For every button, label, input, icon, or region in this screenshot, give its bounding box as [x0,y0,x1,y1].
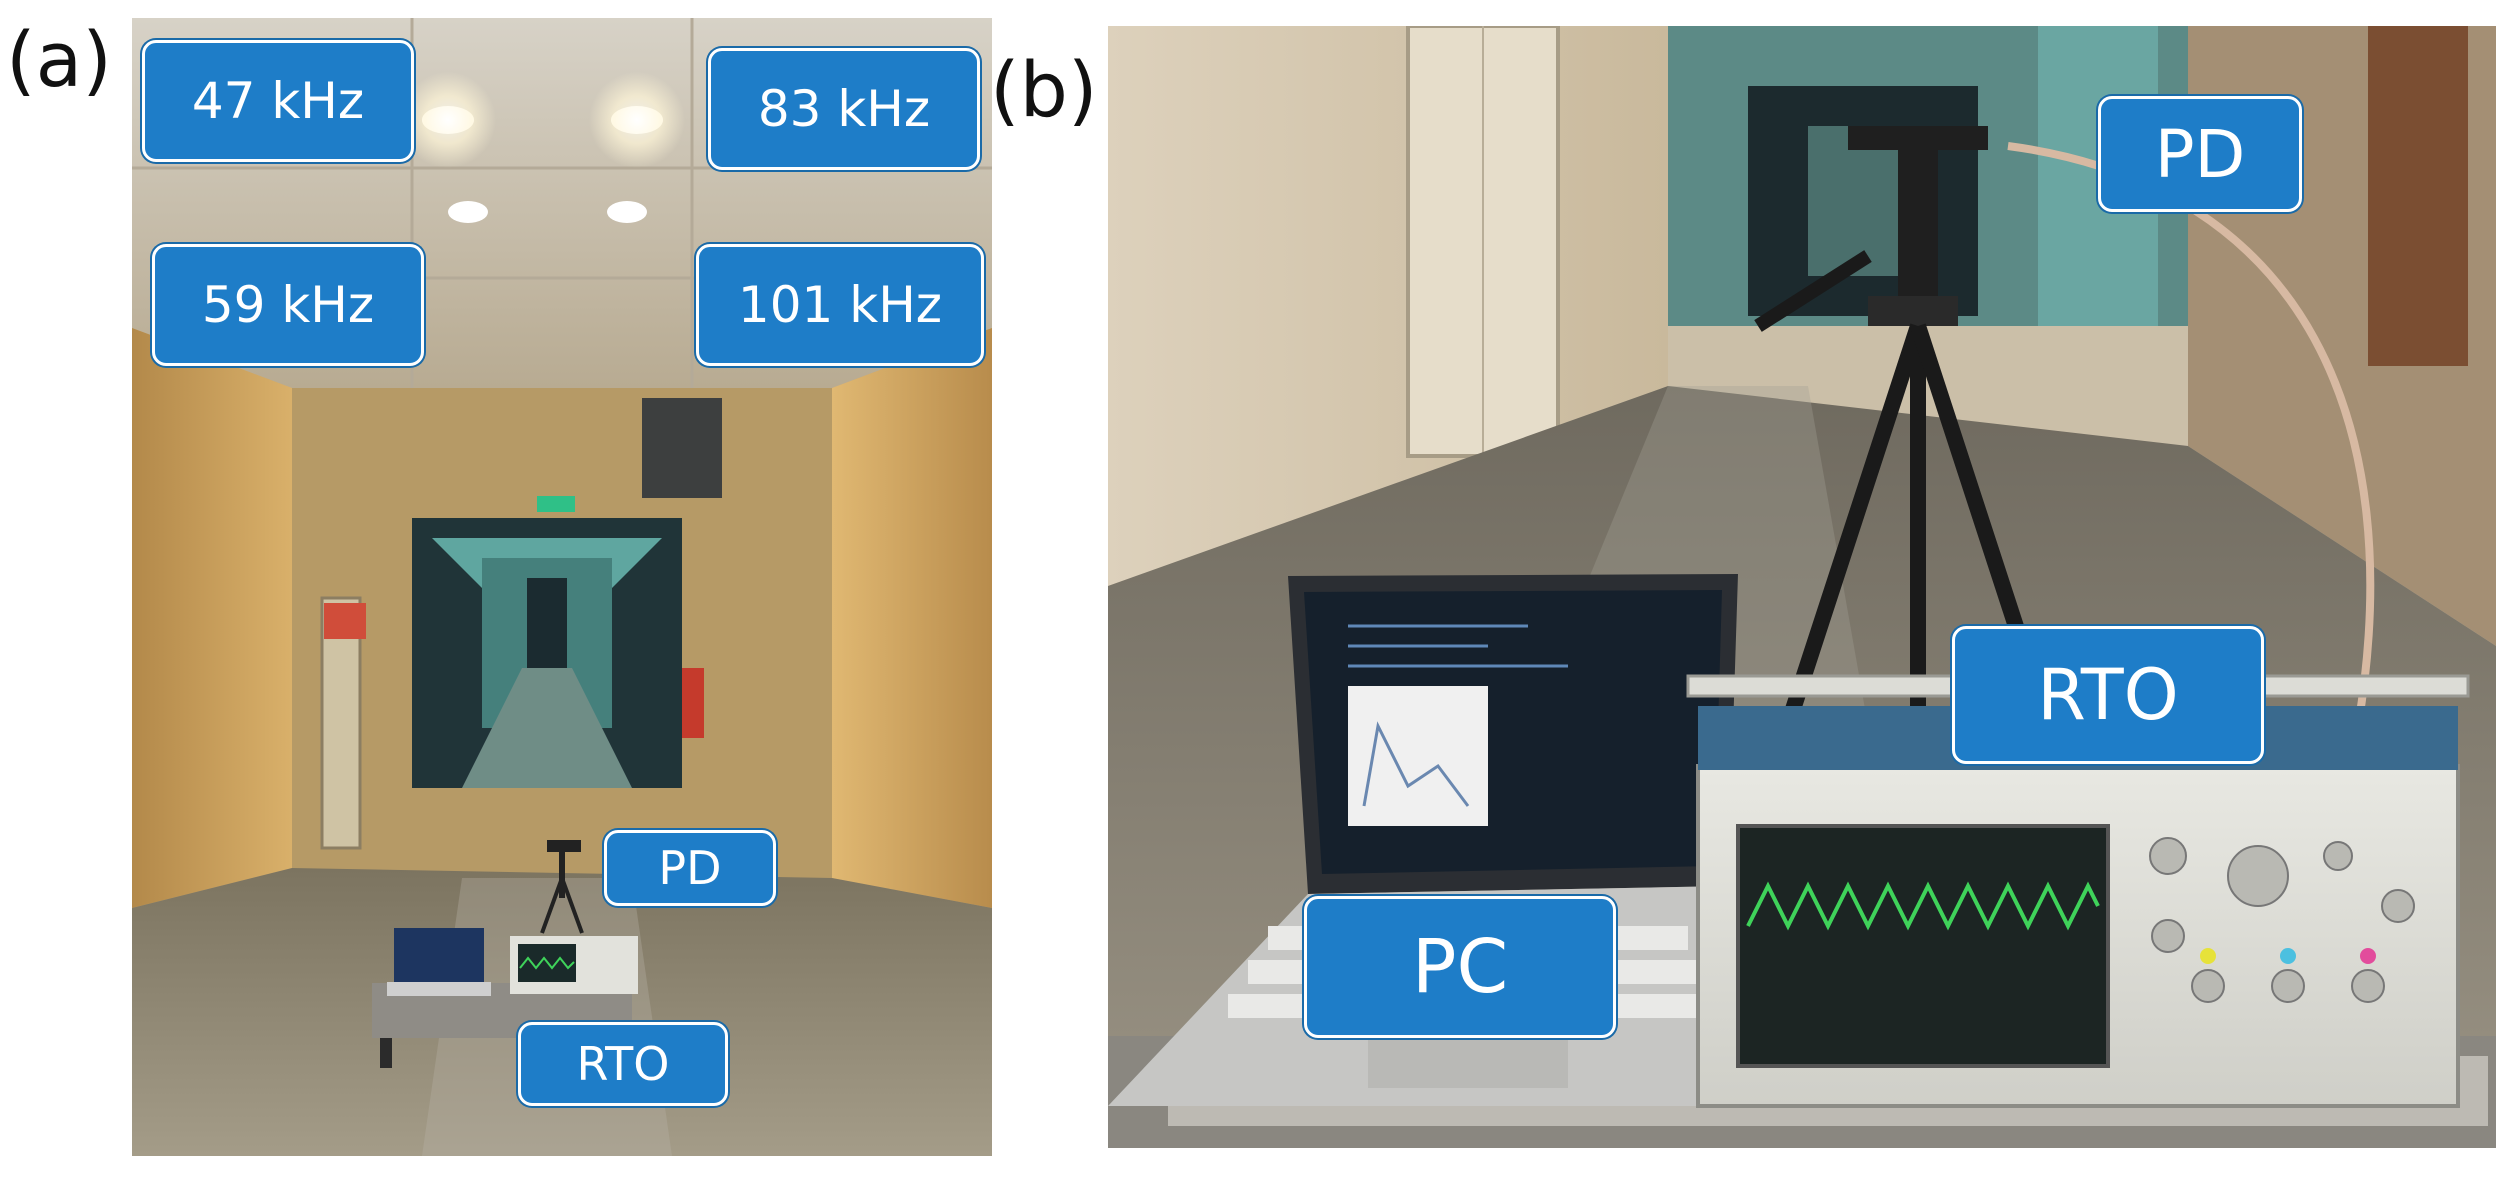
label-rto-a: RTO [518,1022,728,1106]
label-101khz: 101 kHz [696,244,984,366]
label-83khz: 83 kHz [708,48,980,170]
label-47khz: 47 kHz [142,40,414,162]
label-59khz: 59 kHz [152,244,424,366]
label-rto-b: RTO [1952,626,2264,764]
label-pd-a: PD [604,830,776,906]
panel-a-letter: (a) [6,15,112,104]
panel-b-letter: (b) [990,45,1098,134]
label-pc-b: PC [1304,896,1616,1038]
label-pd-b: PD [2098,96,2302,212]
photo-a-corridor [132,18,992,1156]
